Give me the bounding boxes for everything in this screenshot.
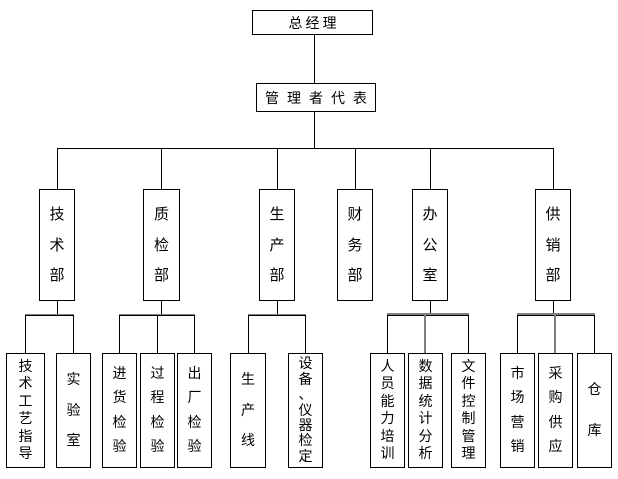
connector-drop-technical bbox=[57, 148, 58, 189]
rail-technical bbox=[25, 315, 74, 316]
connector-drop-supply bbox=[553, 148, 554, 189]
stub-supply bbox=[553, 301, 554, 315]
node-finance-dept: 财务部 bbox=[337, 189, 373, 301]
node-laboratory: 实验室 bbox=[56, 353, 91, 468]
node-incoming-inspection: 进货检验 bbox=[102, 353, 137, 468]
drop-document-control bbox=[468, 315, 469, 353]
drop-data-analysis bbox=[424, 315, 426, 353]
node-technical-process-guidance: 技术工艺指导 bbox=[6, 353, 45, 468]
drop-process-inspection bbox=[157, 315, 158, 353]
drop-equipment-verification bbox=[305, 315, 306, 353]
drop-process-guidance bbox=[25, 315, 26, 353]
node-office: 办公室 bbox=[412, 189, 448, 301]
drop-marketing bbox=[517, 315, 518, 353]
connector-main-rail bbox=[57, 148, 554, 149]
node-technical-dept: 技术部 bbox=[39, 189, 75, 301]
connector-representative-to-rail bbox=[314, 112, 315, 148]
node-quality-inspection-dept: 质检部 bbox=[143, 189, 180, 301]
connector-drop-quality bbox=[161, 148, 162, 189]
stub-office bbox=[430, 301, 431, 315]
connector-drop-production bbox=[277, 148, 278, 189]
stub-production bbox=[277, 301, 278, 315]
rail-shadow-quality bbox=[119, 314, 195, 315]
node-marketing: 市场营销 bbox=[500, 353, 535, 468]
drop-incoming-inspection bbox=[119, 315, 120, 353]
drop-laboratory bbox=[73, 315, 74, 353]
drop-warehouse bbox=[594, 315, 595, 353]
node-final-inspection: 出厂检验 bbox=[177, 353, 212, 468]
drop-personnel-training bbox=[387, 315, 388, 353]
rail-office bbox=[387, 315, 469, 316]
node-general-manager: 总经理 bbox=[252, 10, 373, 35]
drop-final-inspection bbox=[194, 315, 195, 353]
stub-quality bbox=[161, 301, 162, 315]
node-procurement-supply: 采购供应 bbox=[538, 353, 573, 468]
node-personnel-ability-training: 人员能力培训 bbox=[370, 353, 405, 468]
rail-shadow-production bbox=[248, 314, 306, 315]
rail-shadow-technical bbox=[25, 314, 74, 315]
node-document-control-management: 文件控制管理 bbox=[451, 353, 486, 468]
drop-procurement bbox=[554, 315, 556, 353]
node-production-dept: 生产部 bbox=[259, 189, 295, 301]
node-process-inspection: 过程检验 bbox=[140, 353, 175, 468]
connector-root-to-representative bbox=[314, 34, 315, 83]
stub-technical bbox=[57, 301, 58, 315]
node-data-statistics-analysis: 数据统计分析 bbox=[408, 353, 443, 468]
drop-production-line bbox=[248, 315, 249, 353]
rail-supply bbox=[517, 315, 595, 316]
node-management-representative: 管理者代表 bbox=[256, 83, 376, 112]
rail-production bbox=[248, 315, 306, 316]
node-equipment-instrument-verification: 设备、仪器检定 bbox=[288, 353, 323, 468]
node-warehouse: 仓库 bbox=[577, 353, 612, 468]
connector-drop-office bbox=[430, 148, 431, 189]
node-supply-sales-dept: 供销部 bbox=[535, 189, 571, 301]
node-production-line: 生产线 bbox=[230, 353, 266, 468]
connector-drop-finance bbox=[355, 148, 356, 189]
rail-shadow-office bbox=[387, 313, 469, 315]
rail-shadow-supply bbox=[517, 313, 595, 315]
